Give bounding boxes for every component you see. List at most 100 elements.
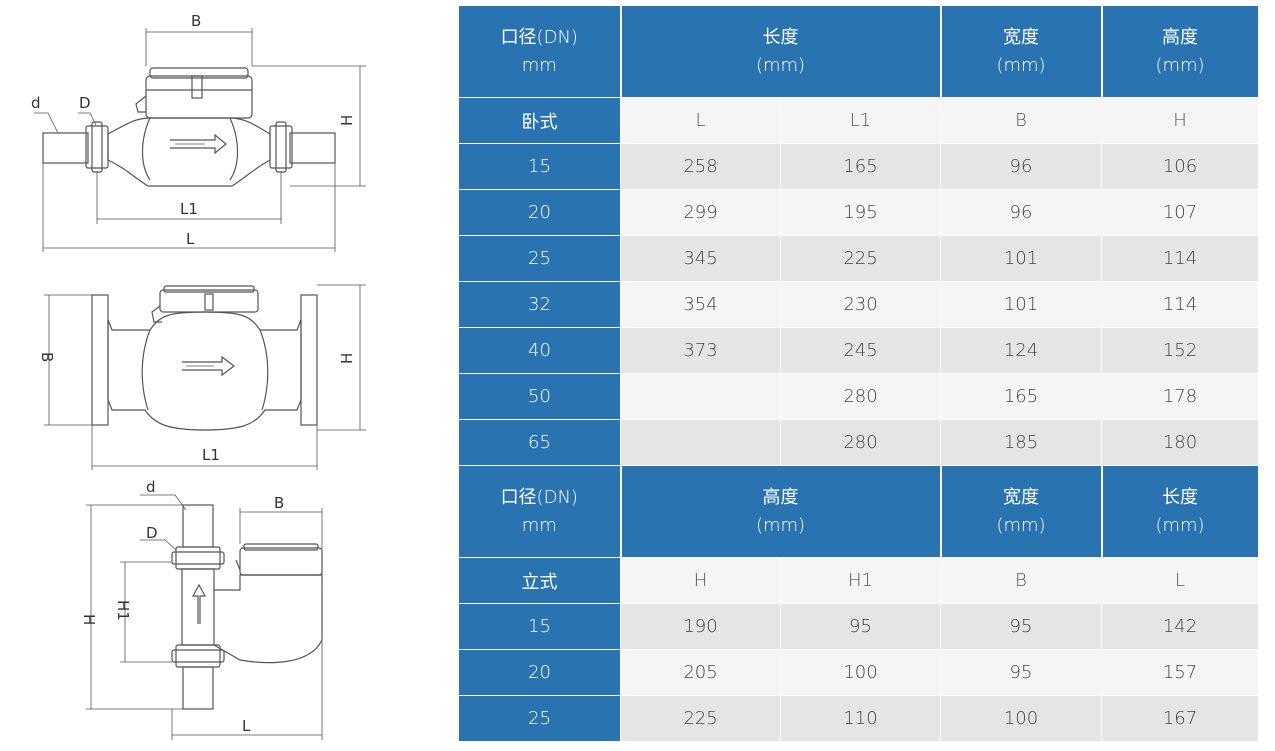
- table-cell: 101: [940, 235, 1102, 282]
- label-h-top-L1: L1: [202, 446, 220, 464]
- subheader-label: 立式: [458, 557, 621, 604]
- header-width-unit: (mm): [996, 514, 1046, 536]
- header-length: 长度 (mm): [620, 5, 942, 98]
- header-length-unit: (mm): [755, 54, 806, 76]
- table-cell: 165: [780, 143, 941, 190]
- row-dn: 32: [458, 281, 621, 328]
- table-cell: 185: [940, 419, 1102, 466]
- header-height-unit: (mm): [755, 514, 806, 536]
- header-height-label: 高度: [762, 486, 799, 508]
- table-row: 50 280 165 178: [458, 373, 1259, 420]
- horizontal-subheader-row: 卧式 L L1 B H: [458, 97, 1259, 144]
- table-row: 40 373 245 124 152: [458, 327, 1259, 374]
- header-length: 长度 (mm): [1101, 465, 1260, 558]
- table-cell: 280: [780, 419, 941, 466]
- subheader-cell: B: [940, 97, 1102, 144]
- header-width-label: 宽度: [1003, 486, 1039, 508]
- table-cell: 373: [620, 327, 781, 374]
- label-v-d: d: [146, 478, 156, 496]
- table-cell: 100: [780, 649, 941, 696]
- table-row: 25 225 110 100 167: [458, 695, 1259, 742]
- table-cell: 152: [1101, 327, 1259, 374]
- subheader-cell: B: [940, 557, 1102, 604]
- vertical-subheader-row: 立式 H H1 B L: [458, 557, 1259, 604]
- row-dn: 25: [458, 235, 621, 282]
- subheader-cell: H1: [780, 557, 941, 604]
- table-cell: 106: [1101, 143, 1259, 190]
- label-h-side-L1: L1: [180, 200, 198, 218]
- subheader-cell: L: [1101, 557, 1259, 604]
- header-length-label: 长度: [1162, 486, 1198, 508]
- subheader-cell: H: [620, 557, 781, 604]
- table-cell: 230: [780, 281, 941, 328]
- table-cell: 114: [1101, 281, 1259, 328]
- table-cell: 95: [780, 603, 941, 650]
- label-h-side-H: H: [338, 115, 356, 126]
- label-v-H: H: [80, 614, 98, 625]
- table-cell: 124: [940, 327, 1102, 374]
- table-cell: 165: [940, 373, 1102, 420]
- table-cell: 100: [940, 695, 1102, 742]
- table-row: 25 345 225 101 114: [458, 235, 1259, 282]
- label-v-B: B: [274, 494, 284, 512]
- label-v-L: L: [242, 717, 251, 735]
- header-width-label: 宽度: [1003, 26, 1039, 48]
- table-row: 20 299 195 96 107: [458, 189, 1259, 236]
- header-dn-label: 口径(DN): [500, 26, 578, 48]
- drawing-vertical: [86, 494, 323, 740]
- header-dn-unit: mm: [521, 514, 557, 536]
- subheader-label: 卧式: [458, 97, 621, 144]
- header-width: 宽度 (mm): [940, 5, 1103, 98]
- header-height-unit: (mm): [1155, 54, 1205, 76]
- horizontal-header-row: 口径(DN) mm 长度 (mm) 宽度 (mm) 高度 (mm): [458, 5, 1260, 98]
- subheader-cell: L1: [780, 97, 941, 144]
- vertical-header-row: 口径(DN) mm 高度 (mm) 宽度 (mm) 长度 (mm): [458, 465, 1260, 558]
- header-height: 高度 (mm): [620, 465, 942, 558]
- header-width: 宽度 (mm): [940, 465, 1103, 558]
- spec-table: 口径(DN) mm 长度 (mm) 宽度 (mm) 高度 (mm) 卧式 L L…: [458, 5, 1260, 742]
- table-cell: 205: [620, 649, 781, 696]
- table-cell: 142: [1101, 603, 1259, 650]
- table-cell: 280: [780, 373, 941, 420]
- header-height: 高度 (mm): [1101, 5, 1260, 98]
- label-h-side-D: D: [79, 94, 91, 112]
- table-cell: 180: [1101, 419, 1259, 466]
- row-dn: 20: [458, 649, 621, 696]
- row-dn: 25: [458, 695, 621, 742]
- table-cell: 96: [940, 143, 1102, 190]
- table-row: 32 354 230 101 114: [458, 281, 1259, 328]
- drawings-svg: B d D H L1 L B H L1: [31, 12, 366, 740]
- table-cell: 345: [620, 235, 781, 282]
- subheader-cell: H: [1101, 97, 1259, 144]
- row-dn: 15: [458, 603, 621, 650]
- dimension-drawings: B d D H L1 L B H L1: [0, 0, 440, 751]
- table-row: 15 190 95 95 142: [458, 603, 1259, 650]
- row-dn: 20: [458, 189, 621, 236]
- row-dn: 65: [458, 419, 621, 466]
- table-cell: 190: [620, 603, 781, 650]
- table-cell: 299: [620, 189, 781, 236]
- subheader-cell: L: [620, 97, 781, 144]
- table-cell: [620, 373, 781, 420]
- label-v-H1: H1: [114, 600, 132, 621]
- table-cell: 101: [940, 281, 1102, 328]
- table-row: 65 280 185 180: [458, 419, 1259, 466]
- header-width-unit: (mm): [996, 54, 1046, 76]
- table-cell: 157: [1101, 649, 1259, 696]
- table-cell: [620, 419, 781, 466]
- label-h-side-L: L: [186, 230, 195, 248]
- drawing-horizontal-side: [34, 28, 366, 252]
- table-cell: 195: [780, 189, 941, 236]
- table-cell: 110: [780, 695, 941, 742]
- row-dn: 40: [458, 327, 621, 374]
- table-cell: 245: [780, 327, 941, 374]
- label-h-top-H: H: [338, 353, 356, 364]
- table-cell: 96: [940, 189, 1102, 236]
- table-cell: 167: [1101, 695, 1259, 742]
- table-cell: 258: [620, 143, 781, 190]
- header-height-label: 高度: [1162, 26, 1198, 48]
- table-cell: 95: [940, 649, 1102, 696]
- header-length-label: 长度: [762, 26, 799, 48]
- table-cell: 225: [620, 695, 781, 742]
- header-dn: 口径(DN) mm: [458, 5, 622, 98]
